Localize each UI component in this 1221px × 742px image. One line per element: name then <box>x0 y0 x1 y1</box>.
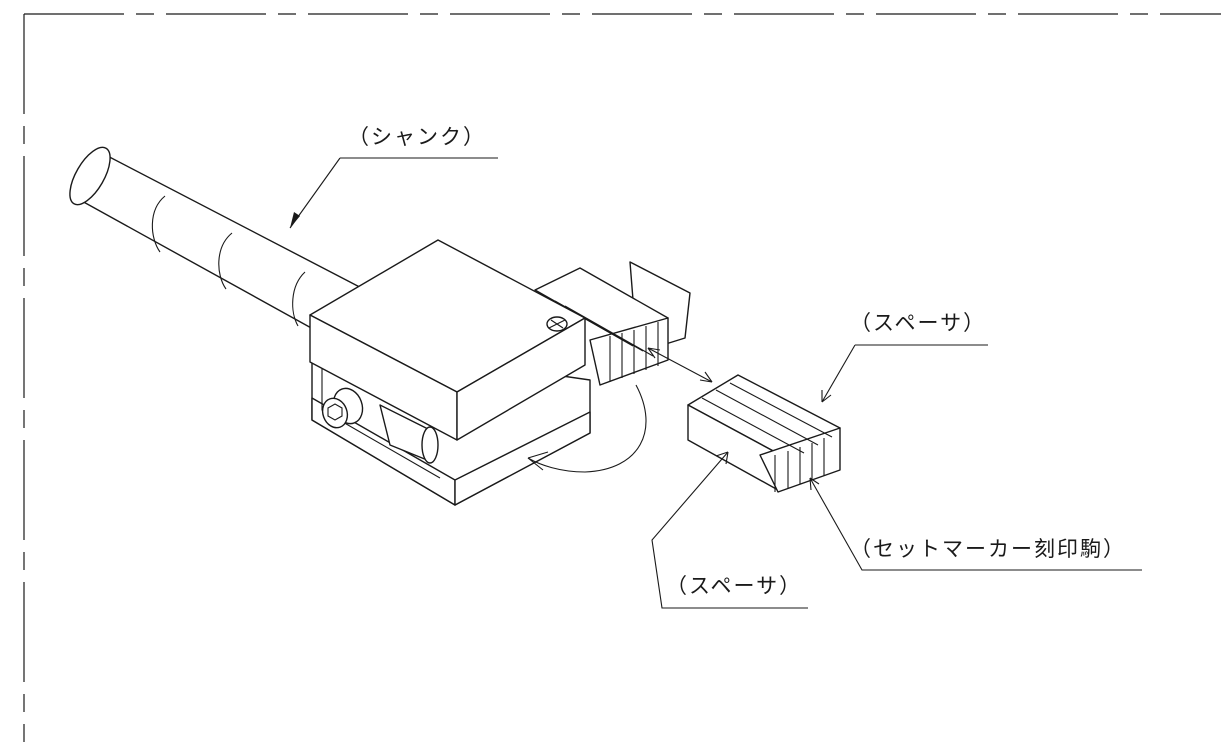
marker-leader <box>809 477 1142 571</box>
spacer-top-leader <box>821 344 988 403</box>
upper-block <box>309 239 586 441</box>
shank-label: （シャンク） <box>348 125 486 149</box>
shank-leader <box>289 157 498 229</box>
marker-stack <box>687 374 841 493</box>
shank-cylinder <box>69 146 376 346</box>
hex-socket-screw <box>321 387 439 464</box>
spacer-bottom-leader <box>651 451 808 609</box>
drawing-frame <box>23 13 1221 742</box>
assembly-arrow <box>647 347 713 383</box>
marker-label: （セットマーカー刻印駒） <box>850 537 1126 561</box>
spacer-top-label: （スペーサ） <box>850 311 986 335</box>
spacer-bottom-label: （スペーサ） <box>666 574 802 598</box>
rear-marker-stack <box>534 261 691 386</box>
rotation-arrow <box>527 384 647 473</box>
